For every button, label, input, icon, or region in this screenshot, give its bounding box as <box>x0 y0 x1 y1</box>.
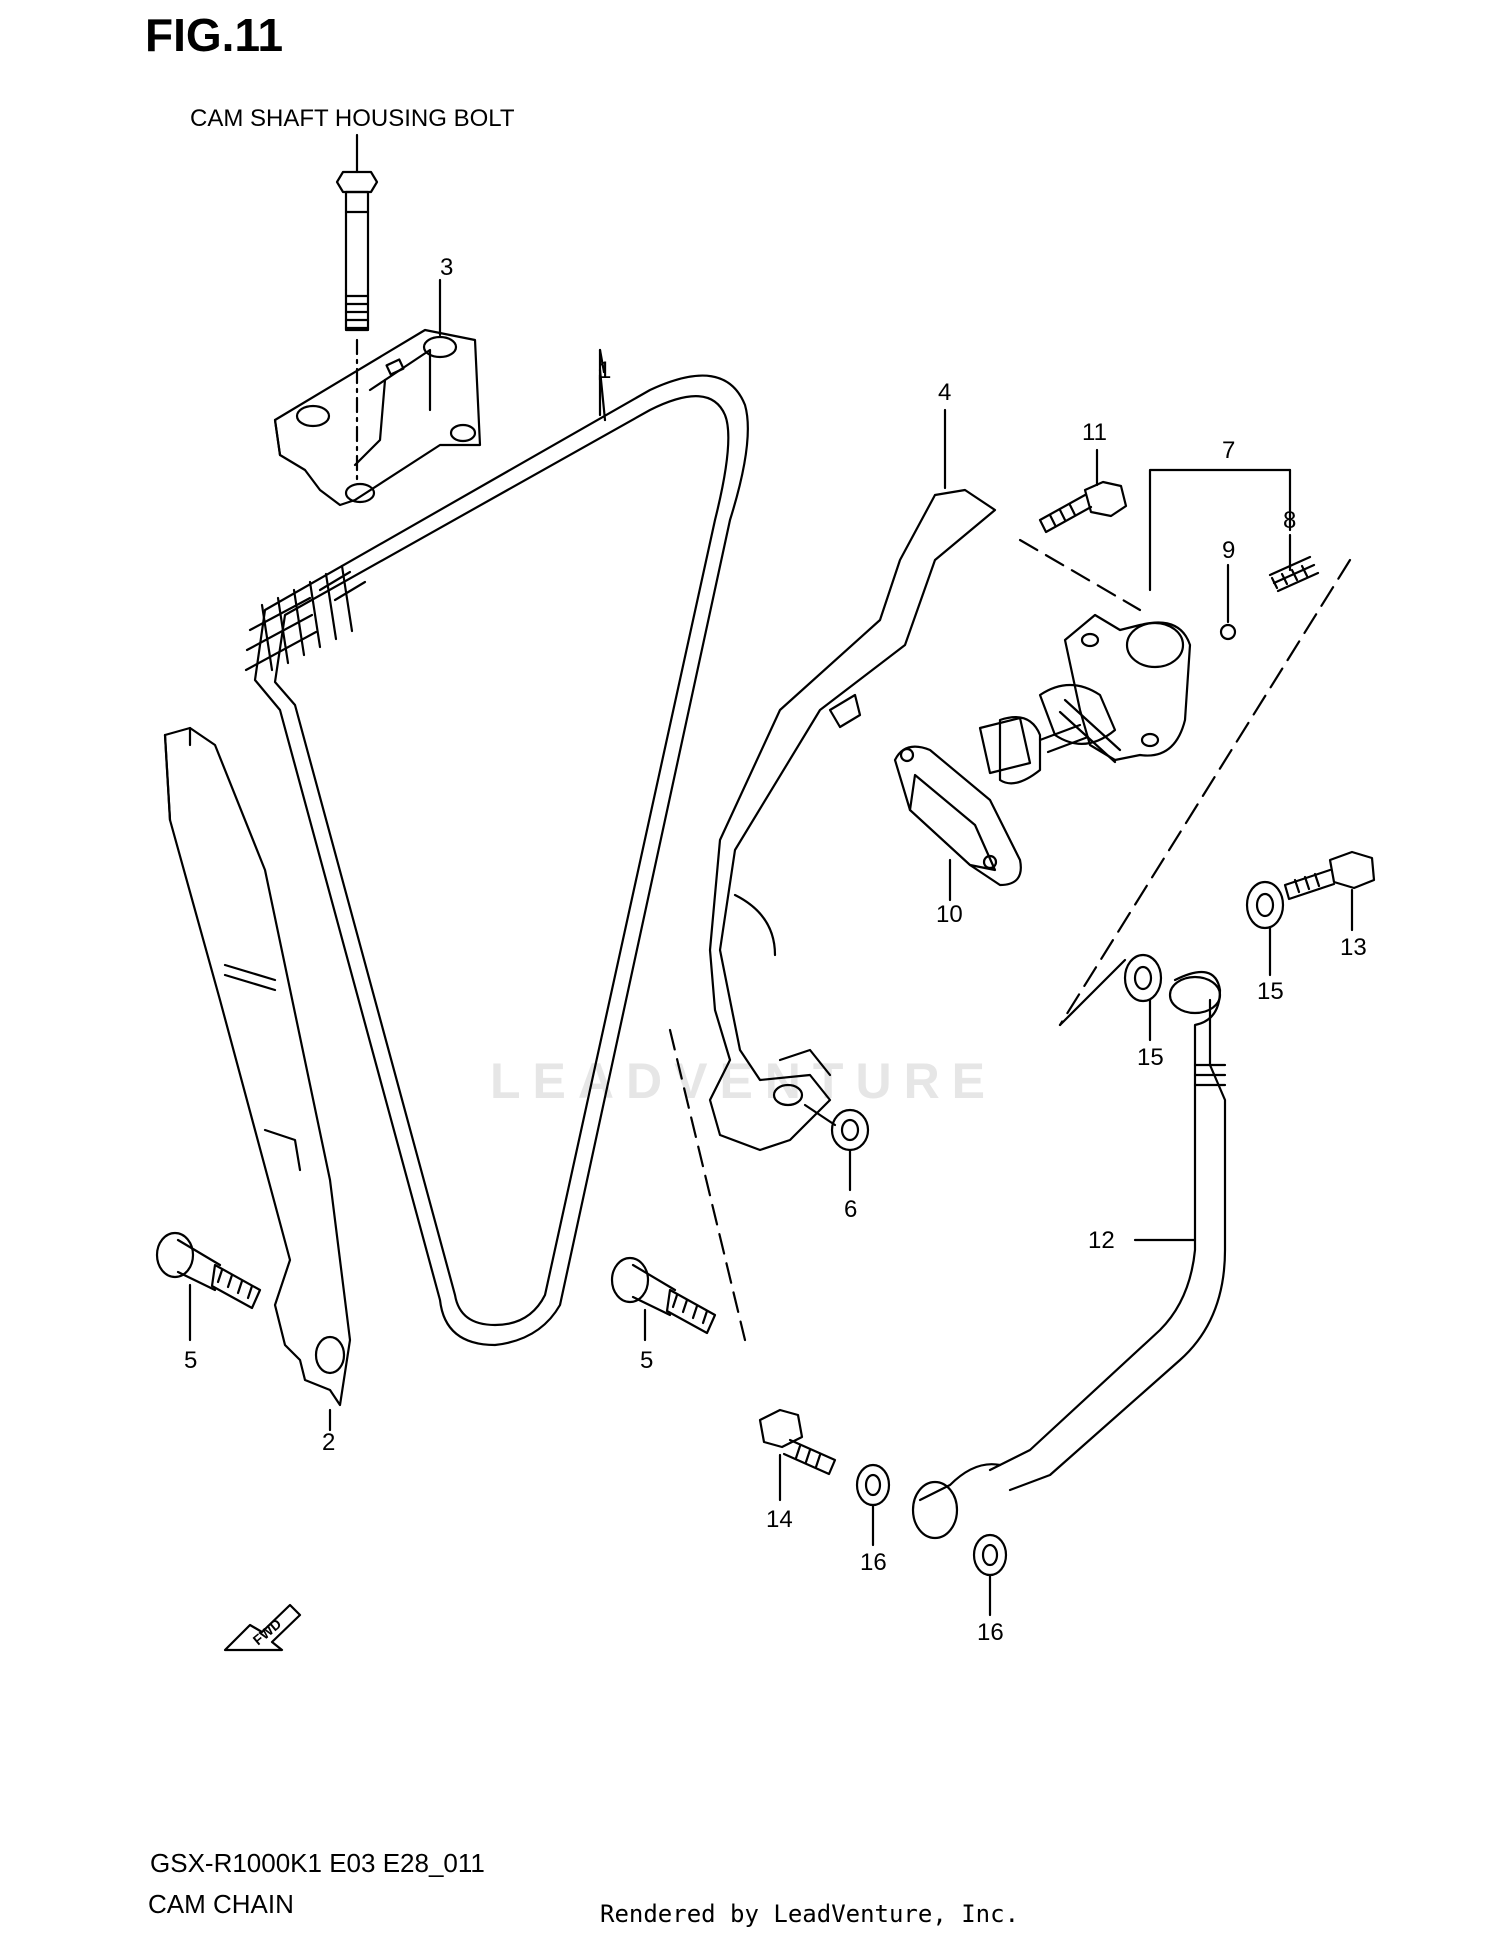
callout-3: 3 <box>440 254 453 281</box>
part-1-cam-chain <box>244 348 749 1347</box>
model-code: GSX-R1000K1 E03 E28_011 <box>150 1848 485 1878</box>
diagram-subtitle: CAM CHAIN <box>148 1889 294 1919</box>
callout-15-left: 15 <box>1137 1044 1164 1071</box>
callout-16-right: 16 <box>977 1619 1004 1646</box>
part-8-spring <box>1058 533 1352 1027</box>
part-13-bolt <box>1283 850 1376 932</box>
cam-shaft-housing-bolt-caption: CAM SHAFT HOUSING BOLT <box>190 105 515 132</box>
callout-12: 12 <box>1088 1227 1115 1254</box>
callout-11: 11 <box>1082 419 1107 446</box>
part-4-tensioner-guide <box>708 408 997 1152</box>
callout-9: 9 <box>1222 537 1235 564</box>
callout-14: 14 <box>766 1506 793 1533</box>
callout-2: 2 <box>322 1429 335 1456</box>
callout-6: 6 <box>844 1196 857 1223</box>
callout-5-right: 5 <box>640 1347 653 1374</box>
rendered-by-credit: Rendered by LeadVenture, Inc. <box>600 1900 1020 1928</box>
part-10-gasket <box>893 745 1022 902</box>
callout-labels: 1 2 3 4 5 5 6 7 8 9 10 11 12 13 14 15 15… <box>184 254 1367 1646</box>
part-14-bolt <box>758 1408 837 1502</box>
part-5-bolt-left <box>155 1231 262 1342</box>
part-11-bolt <box>1038 448 1128 534</box>
callout-10: 10 <box>936 901 963 928</box>
part-12-oil-hose <box>911 970 1227 1540</box>
fwd-arrow-icon: FWD <box>223 1603 302 1652</box>
part-2-chain-guide <box>163 726 352 1432</box>
part-16-washers <box>855 1463 1008 1617</box>
watermark-text: LEADVENTURE <box>490 1053 997 1109</box>
callout-8: 8 <box>1283 507 1296 534</box>
callout-1: 1 <box>598 357 611 384</box>
figure-title: FIG.11 <box>145 9 284 61</box>
part-6-washer <box>803 1103 870 1192</box>
callout-15-right: 15 <box>1257 978 1284 1005</box>
cam-shaft-housing-bolt <box>335 133 379 482</box>
callout-13: 13 <box>1340 934 1367 961</box>
part-7-cam-chain-tensioner <box>978 468 1292 785</box>
part-15-washers <box>1123 880 1285 1042</box>
part-3-housing-bracket <box>273 278 482 507</box>
callout-4: 4 <box>938 379 951 406</box>
callout-16-left: 16 <box>860 1549 887 1576</box>
part-5-bolt-right <box>610 1028 747 1342</box>
callout-7: 7 <box>1222 437 1235 464</box>
callout-5-left: 5 <box>184 1347 197 1374</box>
part-9-ball <box>1219 563 1237 641</box>
